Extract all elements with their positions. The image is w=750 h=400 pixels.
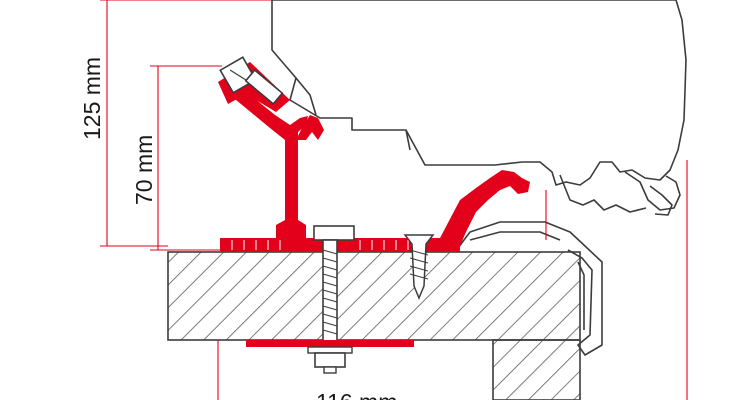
vertical-bracket xyxy=(230,85,308,238)
bolt-threads xyxy=(322,249,338,335)
screw-threads xyxy=(409,249,429,280)
awning-profile-detail xyxy=(295,77,673,216)
side-rail xyxy=(454,221,603,356)
bolt-head-top xyxy=(219,56,284,106)
dim-116-line xyxy=(217,160,688,400)
dim-70-line xyxy=(150,65,222,251)
under-plate xyxy=(246,340,414,347)
base-plate-teeth xyxy=(231,240,409,250)
side-rail-inner xyxy=(469,231,585,330)
bottom-bolt-end xyxy=(323,366,337,374)
wall-post xyxy=(492,339,581,400)
dim-label-70: 70 mm xyxy=(131,135,157,205)
rail-hook-bracket xyxy=(440,170,530,246)
dim-125-line xyxy=(100,0,272,247)
bracket-hook xyxy=(296,115,324,140)
roof-panel xyxy=(167,251,581,341)
dim-label-116: 116 mm xyxy=(316,389,397,400)
center-washer xyxy=(313,225,355,241)
awning-profile xyxy=(271,0,687,186)
awning-channel xyxy=(624,171,681,211)
dim-label-125: 125 mm xyxy=(79,57,105,140)
bottom-nut xyxy=(314,352,346,368)
bottom-washer xyxy=(307,346,353,354)
